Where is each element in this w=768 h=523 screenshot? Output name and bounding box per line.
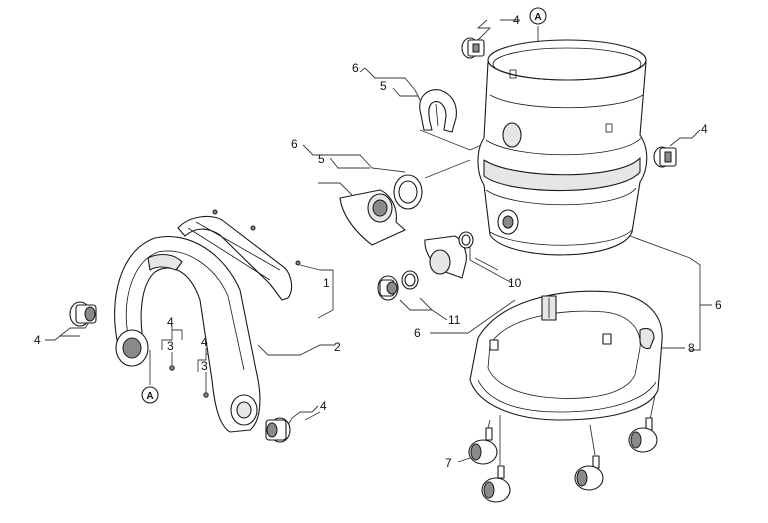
callout-4-bolt-a: 4 [167, 315, 174, 329]
seal-ring-small [458, 231, 474, 249]
callout-6-bottom: 6 [414, 326, 421, 340]
caster-1 [468, 427, 498, 465]
callout-6-middle: 6 [291, 137, 298, 151]
clip-top [461, 37, 485, 59]
callout-4-bottom: 4 [320, 399, 327, 413]
hose-bracket [419, 89, 457, 133]
caster-4 [628, 417, 658, 453]
seal-ring-large [393, 174, 423, 210]
o-ring [401, 270, 419, 290]
callout-11: 11 [448, 313, 461, 327]
callout-7: 7 [445, 456, 452, 470]
callout-10: 10 [508, 276, 522, 290]
callout-8: 8 [688, 341, 695, 355]
svg-text:A: A [534, 12, 541, 23]
callout-5-middle: 5 [318, 152, 325, 166]
reference-mark-top: A [529, 7, 547, 25]
base-tray [469, 290, 663, 421]
callout-1: 1 [323, 276, 330, 290]
callout-6-upper: 6 [352, 61, 359, 75]
svg-text:A: A [146, 391, 153, 402]
inlet-elbow [339, 189, 406, 246]
callout-3-bolt-b: 3 [201, 359, 208, 373]
caster-3 [574, 455, 604, 491]
casters [468, 417, 658, 503]
cap-bottom [265, 417, 291, 443]
callout-4-top: 4 [513, 13, 520, 27]
handle-frame [114, 209, 301, 433]
cap-left [69, 301, 97, 327]
knob-cap [377, 275, 399, 301]
callout-3-bolt-a: 3 [167, 339, 174, 353]
reference-mark-bottom: A [141, 386, 159, 404]
callout-4-bolt-b: 4 [201, 335, 208, 349]
small-parts [69, 37, 677, 443]
callout-4-right: 4 [701, 122, 708, 136]
caster-2 [481, 465, 511, 503]
callout-5-upper: 5 [380, 79, 387, 93]
clip-right [653, 146, 677, 168]
callout-2: 2 [334, 340, 341, 354]
callout-4-left: 4 [34, 333, 41, 347]
callout-labels: 4 6 5 4 6 5 1 10 6 11 4 6 4 3 4 2 8 3 4 … [34, 13, 722, 470]
callout-6-right: 6 [715, 298, 722, 312]
screw-2 [203, 392, 209, 398]
container-tank [477, 39, 648, 256]
screw-1 [169, 365, 175, 371]
